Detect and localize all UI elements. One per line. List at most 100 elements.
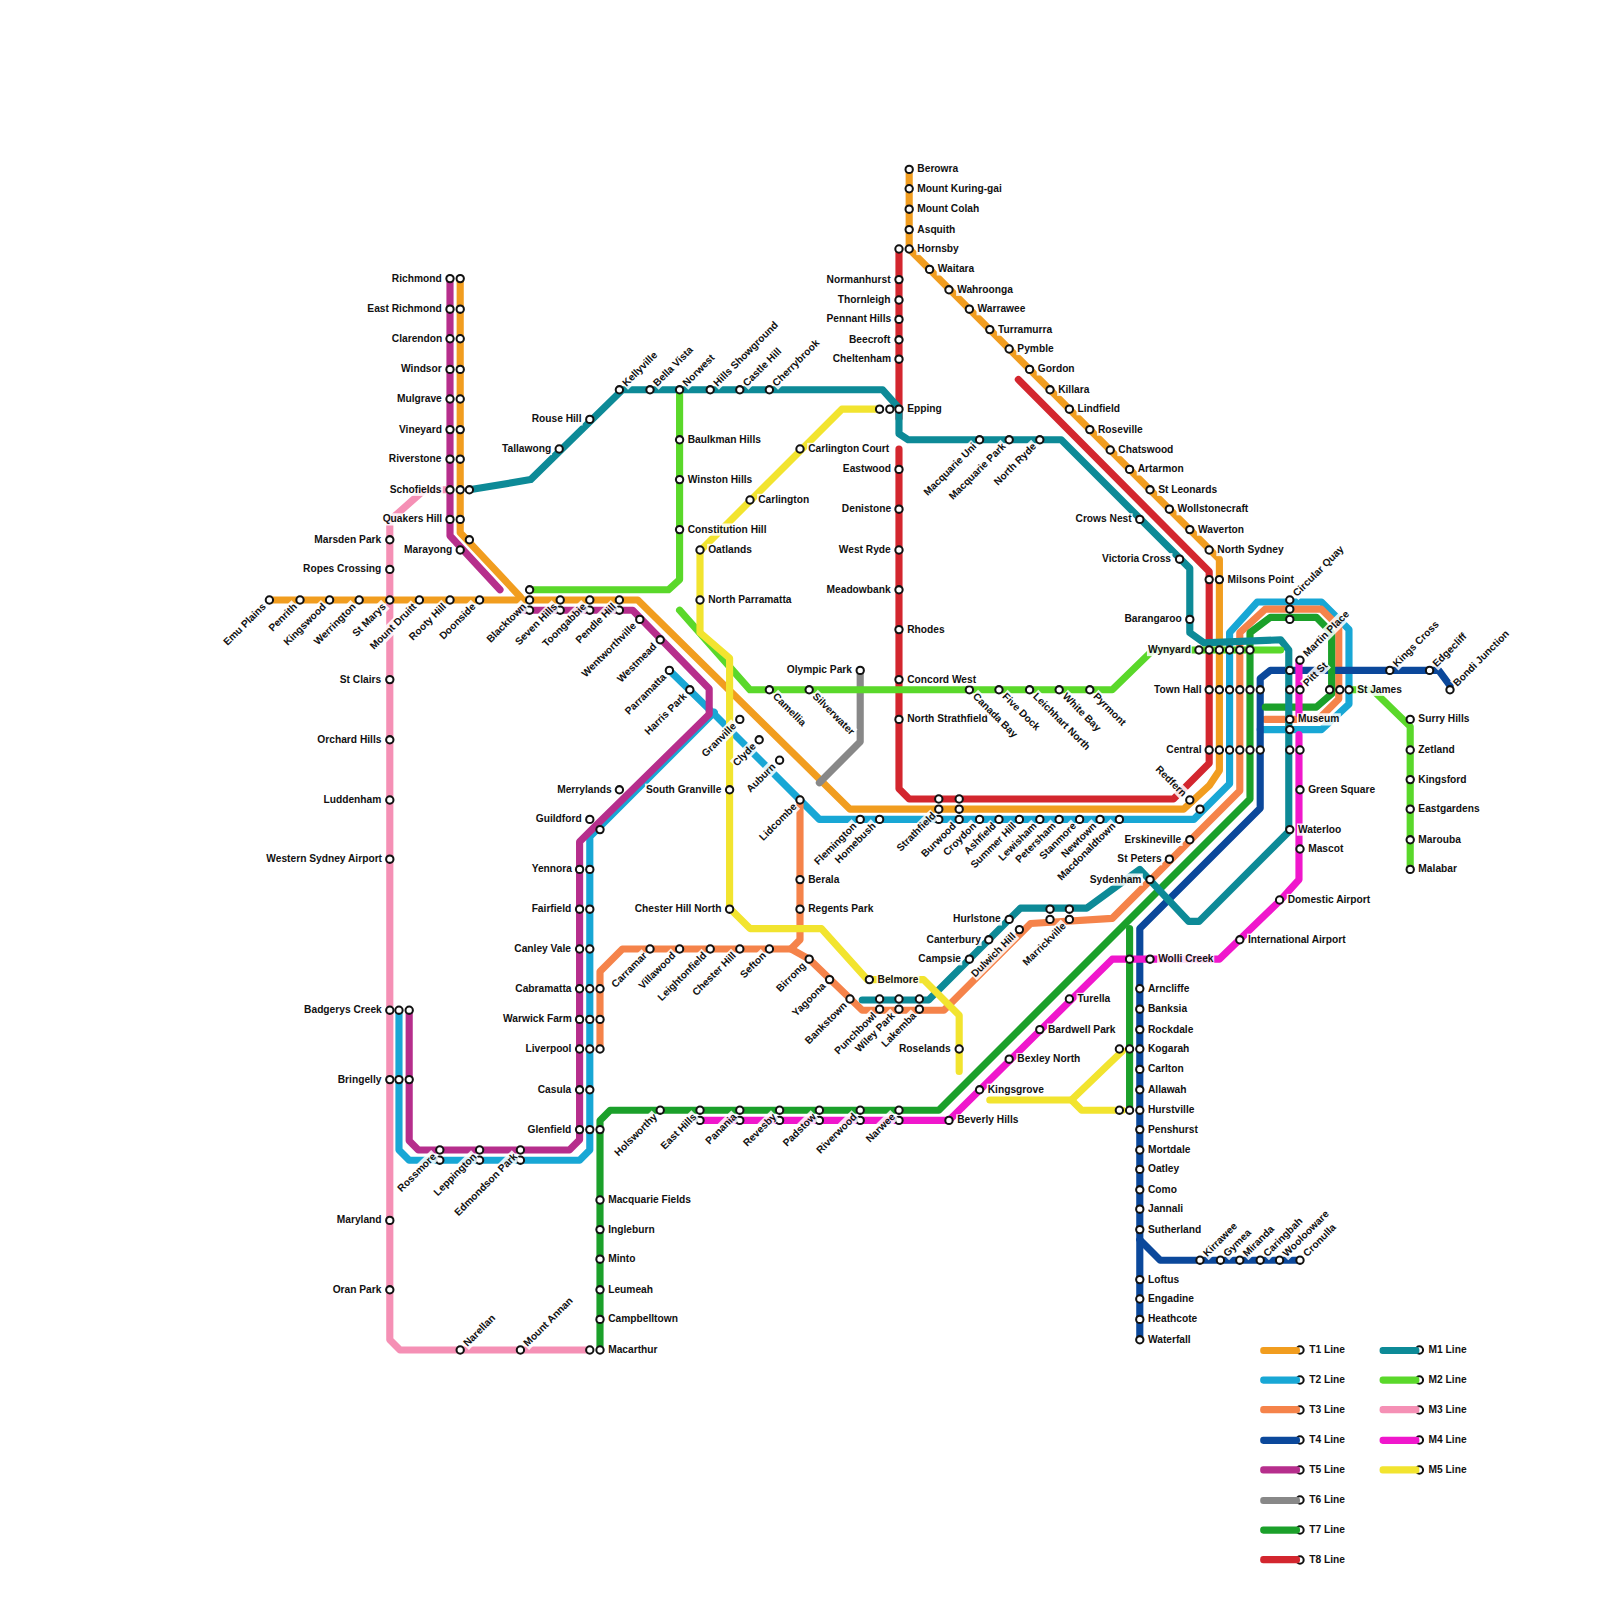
- station-dot: [596, 1126, 603, 1133]
- station-label: Leumeah: [607, 1284, 654, 1296]
- station-label: Campbelltown: [607, 1313, 679, 1325]
- station-dot: [886, 406, 893, 413]
- station-dot: [586, 1086, 593, 1093]
- legend-swatch: [1380, 1436, 1420, 1443]
- station-dot: [1236, 1257, 1243, 1264]
- station-dot: [446, 516, 453, 523]
- station-dot: [616, 596, 623, 603]
- station-dot: [326, 596, 333, 603]
- station-dot: [895, 626, 902, 633]
- station-dot: [457, 275, 464, 282]
- station-label: Olympic Park: [786, 664, 853, 676]
- rail-line: [680, 610, 1281, 690]
- station-label: Kingsford: [1417, 773, 1467, 785]
- station-dot: [1217, 1257, 1224, 1264]
- station-dot: [1046, 386, 1053, 393]
- station-dot: [1246, 686, 1253, 693]
- station-dot: [1036, 1026, 1043, 1033]
- station-dot: [736, 716, 743, 723]
- station-label: Carlington: [757, 494, 810, 506]
- station-dot: [586, 1346, 593, 1353]
- station-label: Bexley North: [1016, 1053, 1081, 1065]
- station-dot: [696, 1107, 703, 1114]
- station-dot: [457, 486, 464, 493]
- station-dot: [386, 1286, 393, 1293]
- station-dot: [1296, 845, 1303, 852]
- station-dot: [876, 406, 883, 413]
- station-dot: [1236, 746, 1243, 753]
- station-label: Cabramatta: [514, 983, 572, 995]
- legend-text: M2 Line: [1428, 1374, 1468, 1386]
- station-dot: [466, 486, 473, 493]
- station-label: Winston Hills: [687, 473, 754, 485]
- station-dot: [517, 1346, 524, 1353]
- station-dot: [1206, 686, 1213, 693]
- station-dot: [1216, 576, 1223, 583]
- station-dot: [596, 826, 603, 833]
- station-dot: [1236, 646, 1243, 653]
- station-label: East Richmond: [366, 303, 442, 315]
- rail-line: [531, 390, 680, 590]
- station-dot: [1136, 1107, 1143, 1114]
- station-dot: [895, 406, 902, 413]
- station-label: Clarendon: [391, 333, 444, 345]
- station-dot: [1136, 1226, 1143, 1233]
- station-label: Bringelly: [337, 1073, 383, 1085]
- station-dot: [457, 306, 464, 313]
- station-dot: [1426, 667, 1433, 674]
- station-label: Pitt St: [1300, 659, 1331, 690]
- station-label: Hurlstone: [952, 913, 1002, 925]
- station-dot: [646, 386, 653, 393]
- station-dot: [1407, 806, 1414, 813]
- rail-line: [1126, 929, 1133, 1111]
- station-dot: [616, 786, 623, 793]
- station-label: Rouse Hill: [531, 413, 583, 425]
- station-label: Constitution Hill: [687, 523, 768, 535]
- station-dot: [576, 1086, 583, 1093]
- station-label: Roselands: [898, 1043, 952, 1055]
- station-label: Baulkman Hills: [687, 434, 762, 446]
- station-label: St Leonards: [1157, 484, 1218, 496]
- station-dot: [596, 1286, 603, 1293]
- station-dot: [1096, 816, 1103, 823]
- station-dot: [436, 1146, 443, 1153]
- station-dot: [1066, 406, 1073, 413]
- station-label: Waterloo: [1297, 823, 1342, 835]
- station-label: South Granville: [645, 784, 722, 796]
- station-label: Como: [1147, 1184, 1178, 1196]
- station-dot: [266, 596, 273, 603]
- station-dot: [1126, 1107, 1133, 1114]
- station-label: Belmore: [877, 973, 920, 985]
- station-label: Hurstville: [1147, 1104, 1196, 1116]
- station-dot: [1216, 686, 1223, 693]
- station-dot: [796, 876, 803, 883]
- station-dot: [935, 806, 942, 813]
- station-label: Eastgardens: [1417, 803, 1480, 815]
- station-dot: [1136, 1045, 1143, 1052]
- station-label: Edgecliff: [1430, 630, 1471, 671]
- legend-swatch: [1380, 1376, 1420, 1383]
- station-label: Pymble: [1016, 343, 1054, 355]
- station-dot: [646, 945, 653, 952]
- station-dot: [556, 445, 563, 452]
- station-label: Bardwell Park: [1047, 1023, 1117, 1035]
- station-label: Yagoona: [789, 980, 829, 1020]
- station-dot: [586, 816, 593, 823]
- station-label: Berala: [807, 873, 840, 885]
- station-label: Town Hall: [1153, 684, 1202, 696]
- station-label: Vineyard: [398, 423, 443, 435]
- station-dot: [756, 736, 763, 743]
- station-dot: [457, 366, 464, 373]
- station-dot: [586, 866, 593, 873]
- station-dot: [1257, 746, 1264, 753]
- station-label: Lindfield: [1077, 403, 1122, 415]
- station-dot: [1186, 616, 1193, 623]
- station-label: Narellan: [460, 1311, 499, 1350]
- legend-text: T4 Line: [1308, 1434, 1346, 1446]
- station-label: Beecroft: [848, 334, 891, 346]
- station-dot: [386, 566, 393, 573]
- station-dot: [1276, 896, 1283, 903]
- station-label: Revesby: [740, 1110, 780, 1150]
- legend-text: M1 Line: [1428, 1344, 1468, 1356]
- station-dot: [1136, 1086, 1143, 1093]
